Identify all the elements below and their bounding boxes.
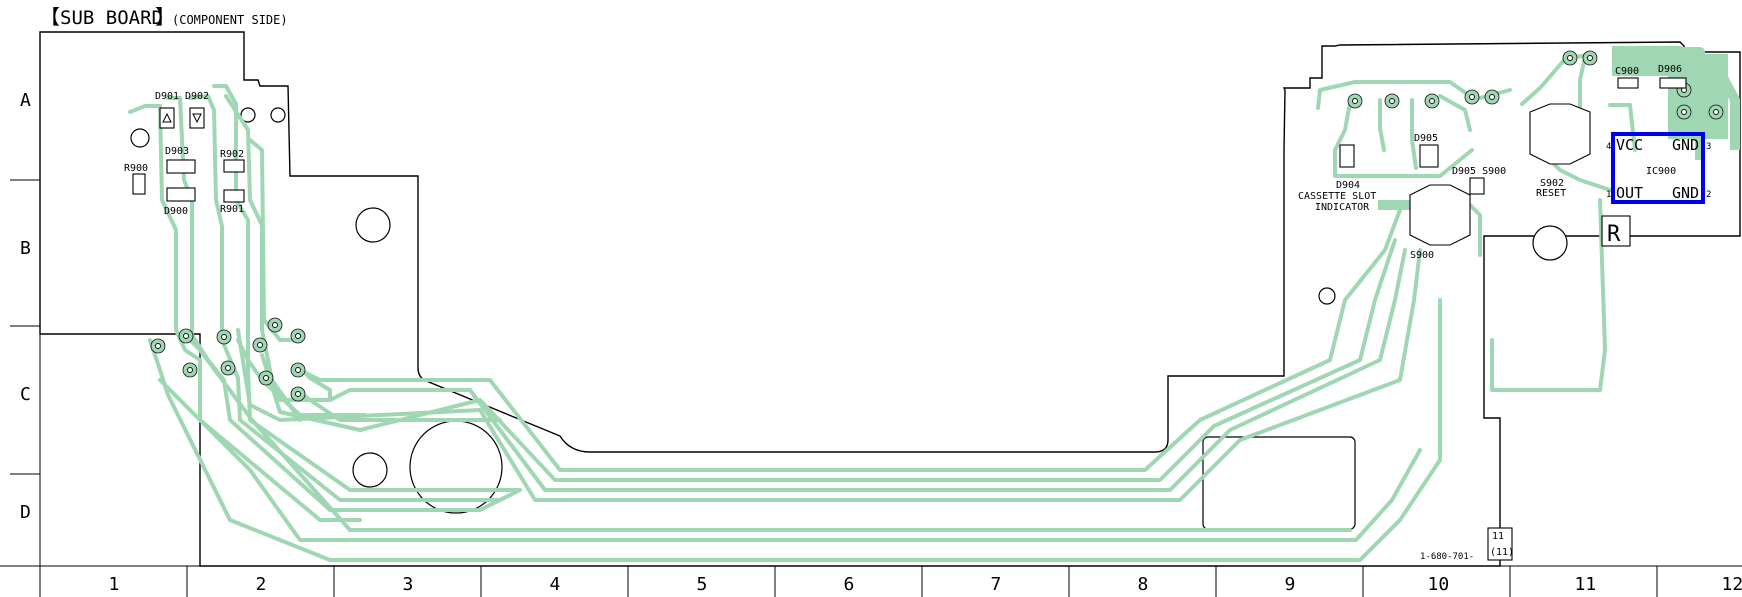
resistor-r901: [223, 189, 245, 203]
column-label-6: 6: [844, 574, 855, 595]
component-labels: D901 D902 D903 D900 R902 R901 R900 D904 …: [124, 64, 1682, 261]
ic900-highlight: [1611, 132, 1705, 204]
resistor-r900: [132, 173, 146, 195]
title-bracket-open: 【: [40, 5, 60, 29]
board-cutout: [1202, 436, 1356, 530]
diode-d902: [189, 107, 205, 129]
row-label-a: A: [20, 90, 31, 111]
led-d904: [1339, 144, 1355, 168]
column-label-12: 12: [1722, 574, 1742, 595]
label-pin2: 2: [1706, 190, 1711, 200]
column-label-8: 8: [1138, 574, 1149, 595]
label-gnd-bottom: GND: [1672, 184, 1699, 202]
label-reset: RESET: [1536, 188, 1566, 199]
mount-hole: [270, 107, 286, 123]
label-vcc: VCC: [1616, 136, 1643, 154]
resistor-r902: [223, 159, 245, 173]
switch-s900: [1409, 184, 1471, 246]
left-pad-group: [150, 317, 306, 402]
label-ic900: IC900: [1646, 166, 1676, 177]
column-label-3: 3: [403, 574, 414, 595]
right-pad-group: [1347, 50, 1724, 120]
row-label-d: D: [20, 502, 31, 523]
diode-d901: [159, 107, 175, 129]
revision-top: 11: [1492, 531, 1504, 542]
label-d904: D904: [1336, 180, 1360, 191]
column-label-2: 2: [256, 574, 267, 595]
column-ticks: [186, 566, 1658, 597]
label-gnd-top: GND: [1672, 136, 1699, 154]
grid-frame: [0, 32, 1742, 597]
label-pin3: 3: [1706, 142, 1711, 152]
column-label-1: 1: [109, 574, 120, 595]
switch-s902: [1529, 103, 1591, 165]
led-d905: [1419, 144, 1439, 168]
diode-d906: [1659, 77, 1687, 89]
label-r900: R900: [124, 163, 148, 174]
label-d902: D902: [185, 91, 209, 102]
copper-area: [1668, 54, 1728, 139]
column-label-7: 7: [991, 574, 1002, 595]
diode-d900: [166, 187, 196, 202]
r-mark-box: [1601, 215, 1631, 247]
column-label-5: 5: [697, 574, 708, 595]
row-ticks: [10, 179, 40, 475]
label-s902: S902: [1540, 178, 1564, 189]
row-labels: A B C D: [20, 90, 31, 523]
label-pin1: 1: [1606, 190, 1611, 200]
column-label-10: 10: [1428, 574, 1450, 595]
mount-hole: [240, 107, 256, 123]
label-r-mark: R: [1607, 222, 1621, 247]
label-pin4: 4: [1606, 142, 1611, 152]
mount-hole: [355, 207, 391, 243]
ic900-pin-labels: VCC GND OUT GND 4 3 1 2 R: [1606, 136, 1711, 247]
d905-s900-part: [1469, 177, 1485, 195]
column-label-4: 4: [550, 574, 561, 595]
board-title: 【 SUB BOARD 】 (COMPONENT SIDE): [40, 5, 288, 29]
mount-hole: [1318, 287, 1336, 305]
label-indicator-line2: INDICATOR: [1315, 202, 1370, 213]
label-s900: S900: [1410, 250, 1434, 261]
label-d906: D906: [1658, 64, 1682, 75]
title-bracket-close: 】: [155, 5, 175, 29]
revision-bottom: (11): [1490, 547, 1514, 558]
label-d903: D903: [165, 146, 189, 157]
right-components: [1339, 77, 1705, 561]
row-label-b: B: [20, 238, 31, 259]
label-d901: D901: [155, 91, 179, 102]
board-number: 1-680-701-: [1420, 552, 1474, 562]
board-outline: [39, 31, 1741, 567]
revision-box: [1487, 527, 1513, 561]
title-text: SUB BOARD: [60, 7, 163, 29]
column-label-9: 9: [1285, 574, 1296, 595]
row-label-c: C: [20, 384, 31, 405]
mount-hole: [1532, 225, 1568, 261]
capacitor-c900: [1617, 77, 1639, 89]
column-label-11: 11: [1575, 574, 1597, 595]
label-indicator-line1: CASSETTE SLOT: [1298, 191, 1376, 202]
diode-d903: [166, 159, 196, 174]
label-d905: D905: [1414, 133, 1438, 144]
label-r901: R901: [220, 204, 244, 215]
label-d900: D900: [164, 206, 188, 217]
mount-hole: [130, 128, 150, 148]
label-out: OUT: [1616, 184, 1643, 202]
label-c900: C900: [1615, 66, 1639, 77]
title-subtitle: (COMPONENT SIDE): [172, 13, 288, 27]
label-r902: R902: [220, 149, 244, 160]
left-components: [132, 107, 245, 203]
label-d905-s900: D905 S900: [1452, 166, 1506, 177]
mount-hole: [352, 452, 388, 488]
